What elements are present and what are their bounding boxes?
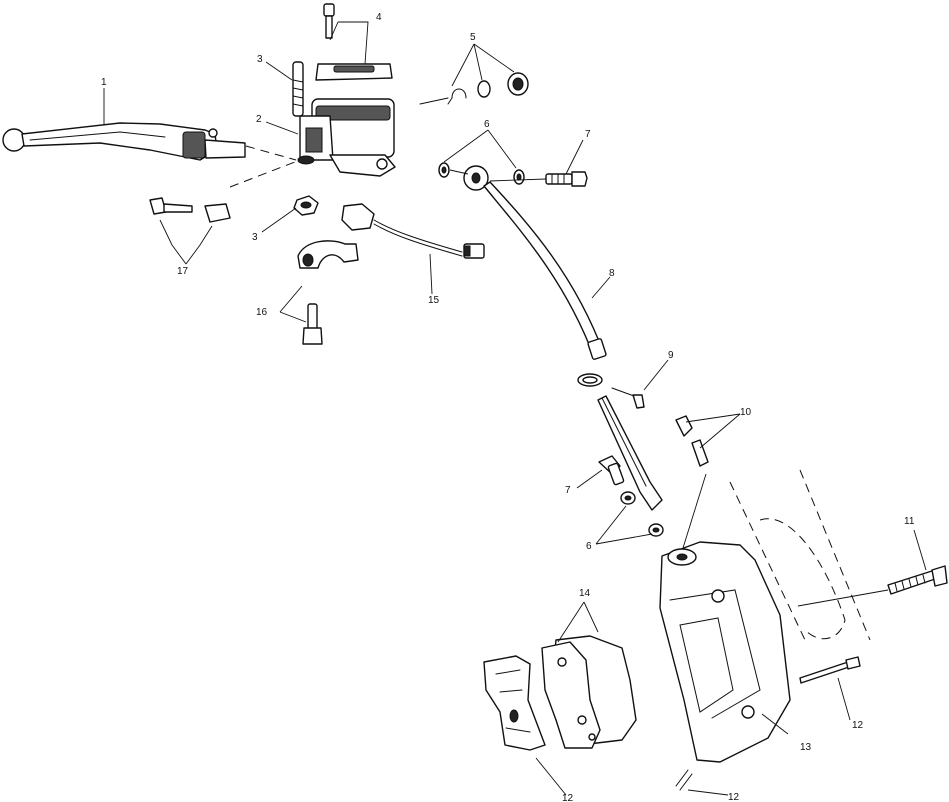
banjo-bolt-top (545, 171, 588, 187)
switch-boot-kit (419, 72, 529, 105)
bleeder-screws (675, 415, 709, 467)
brake-caliper (659, 541, 791, 763)
callout-10: 10 (740, 407, 752, 418)
callout-14: 14 (579, 588, 591, 599)
callout-9: 9 (668, 350, 674, 361)
callout-1: 1 (101, 77, 107, 88)
callout-7-lower: 7 (565, 485, 571, 496)
callout-12-pin: 12 (852, 720, 864, 731)
callout-17: 17 (177, 266, 189, 277)
callout-11: 11 (904, 516, 915, 527)
callout-13: 13 (800, 742, 812, 753)
handlebar-clamp (297, 240, 359, 345)
brake-light-switch (341, 203, 485, 259)
callout-2: 2 (256, 114, 262, 125)
caliper-pin-long (799, 656, 861, 684)
pad-spring (483, 655, 546, 751)
brake-hose (463, 165, 607, 360)
assembly-centerlines (229, 145, 889, 607)
fork-leg-outline (729, 469, 871, 641)
hose-clamp (577, 373, 645, 409)
reservoir-cover (315, 3, 393, 81)
brake-pads (541, 635, 637, 749)
master-cylinder (297, 98, 396, 177)
lever-adjuster (149, 197, 231, 223)
callout-3-nut: 3 (252, 232, 258, 243)
callout-8: 8 (609, 268, 615, 279)
sealing-washers-lower (620, 491, 664, 537)
callout-4: 4 (376, 12, 382, 23)
banjo-bolt-lower (598, 455, 625, 486)
pivot-pin (292, 61, 319, 216)
callout-6-top: 6 (484, 119, 490, 130)
callout-6-lower: 6 (586, 541, 592, 552)
callout-labels: 1 2 3 3 4 5 6 7 8 9 10 7 6 11 14 12 13 1… (101, 12, 915, 802)
brake-line (597, 395, 663, 511)
caliper-mount-bolt (887, 565, 948, 595)
callout-3-pin: 3 (257, 54, 263, 65)
callout-16: 16 (256, 307, 268, 318)
callout-15: 15 (428, 295, 440, 306)
brake-lever (2, 122, 246, 161)
callout-12-clip: 12 (728, 792, 740, 802)
callout-leaders (103, 21, 927, 796)
caliper-pin-clip (675, 769, 693, 791)
callout-12-spring: 12 (562, 793, 574, 802)
callout-7-top: 7 (585, 129, 591, 140)
callout-5: 5 (470, 32, 476, 43)
